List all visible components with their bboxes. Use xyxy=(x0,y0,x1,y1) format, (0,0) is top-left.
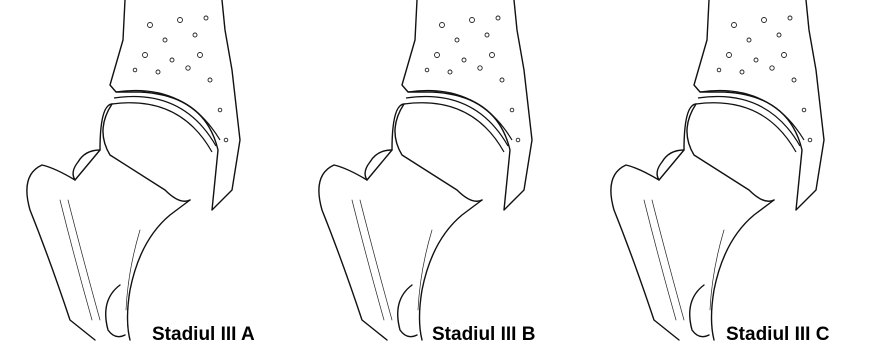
caption-stage-iii-b: Stadiul III B xyxy=(432,324,535,346)
pelvis-acetabulum xyxy=(402,0,532,210)
hip-joint-drawing-c xyxy=(584,0,875,349)
hip-joint-drawing-b xyxy=(292,0,583,349)
cancellous-bone-texture xyxy=(425,16,520,142)
panel-stage-iii-b: Stadiul III B xyxy=(292,0,583,349)
cancellous-bone-texture xyxy=(717,16,812,142)
caption-stage-iii-a: Stadiul III A xyxy=(152,324,255,346)
cancellous-bone-texture xyxy=(133,16,228,142)
panel-stage-iii-a: Stadiul III A xyxy=(0,0,291,349)
femur xyxy=(611,104,774,340)
pelvis-acetabulum xyxy=(694,0,824,210)
caption-stage-iii-c: Stadiul III C xyxy=(726,324,829,346)
femur xyxy=(319,104,482,340)
pelvis-acetabulum xyxy=(110,0,240,210)
femur xyxy=(27,104,190,340)
hip-joint-drawing-a xyxy=(0,0,291,349)
panel-stage-iii-c: Stadiul III C xyxy=(584,0,875,349)
